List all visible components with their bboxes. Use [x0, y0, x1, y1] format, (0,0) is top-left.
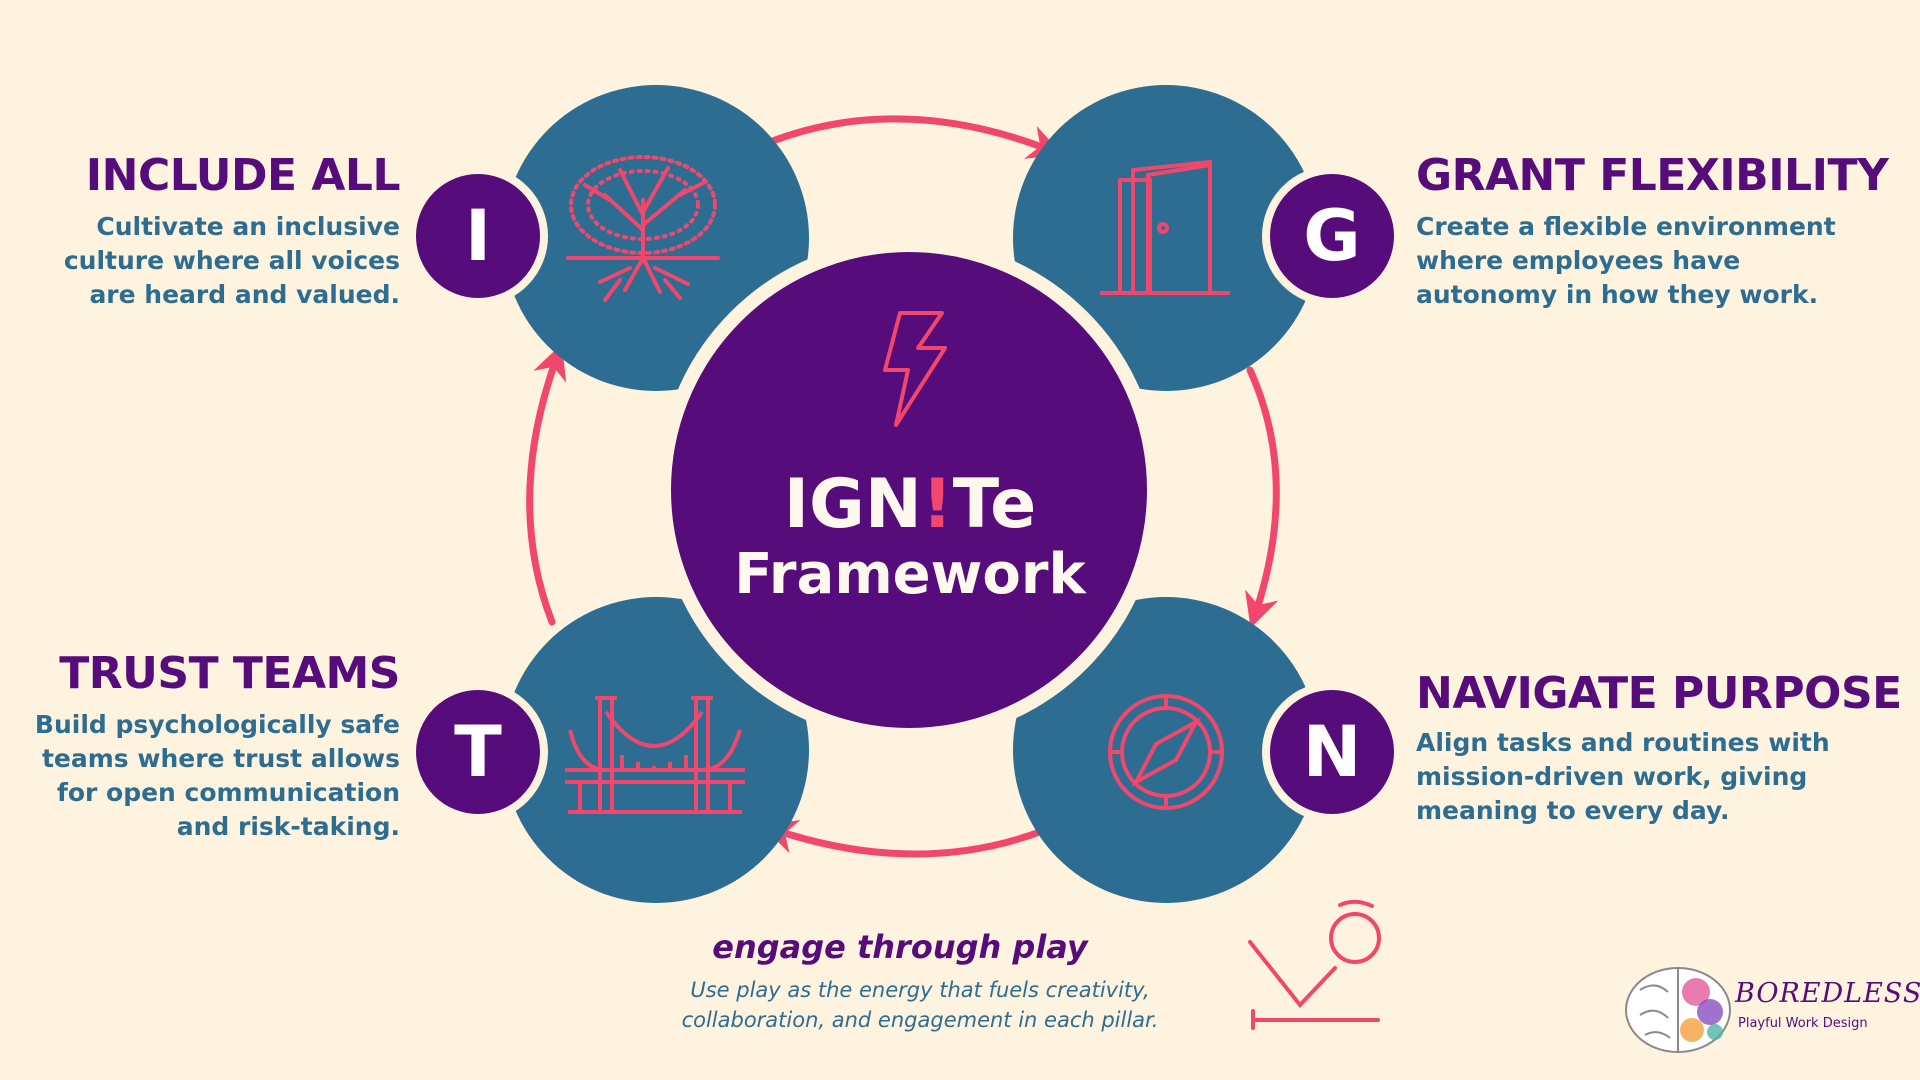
letter-n: N: [1302, 711, 1362, 793]
badge-i: [408, 166, 548, 306]
pillar-circle-trust: [503, 597, 809, 903]
lightning-icon: [883, 311, 947, 427]
grant-desc: Create a flexible environment where empl…: [1416, 210, 1896, 312]
center-title-part1: IGN: [783, 465, 922, 544]
navigate-desc-line: Align tasks and routines with: [1416, 728, 1830, 757]
center-title: IGN!Te: [670, 465, 1150, 545]
brand-name: BOREDLESS: [1735, 978, 1920, 1009]
grant-desc-line: autonomy in how they work.: [1416, 280, 1819, 309]
arrow-n-to-t: [761, 819, 1049, 858]
grant-title: GRANT FLEXIBILITY: [1416, 150, 1889, 201]
compass-icon: [1108, 694, 1224, 810]
include-desc-line: Cultivate an inclusive: [96, 212, 400, 241]
badge-g: [1262, 166, 1402, 306]
trust-desc: Build psychologically safe teams where t…: [0, 708, 400, 844]
tree-icon: [566, 155, 720, 302]
grant-desc-line: Create a flexible environment: [1416, 212, 1836, 241]
bridge-icon: [565, 696, 745, 814]
center-title-bang: !: [921, 465, 953, 544]
footer-desc-line: Use play as the energy that fuels creati…: [690, 978, 1150, 1002]
center-title-part2: Te: [952, 465, 1037, 544]
footer-desc: Use play as the energy that fuels creati…: [620, 975, 1220, 1035]
trust-desc-line: for open communication: [56, 778, 400, 807]
trust-desc-line: Build psychologically safe: [34, 710, 400, 739]
letter-t: T: [454, 711, 502, 793]
footer-desc-line: collaboration, and engagement in each pi…: [681, 1008, 1159, 1032]
navigate-desc-line: meaning to every day.: [1416, 796, 1730, 825]
navigate-desc: Align tasks and routines with mission-dr…: [1416, 726, 1896, 828]
letter-g: G: [1303, 195, 1361, 277]
door-icon: [1100, 160, 1230, 295]
trust-desc-line: teams where trust allows: [41, 744, 400, 773]
trust-desc-line: and risk-taking.: [176, 812, 400, 841]
center-subtitle: Framework: [734, 542, 1086, 607]
grant-desc-line: where employees have: [1416, 246, 1741, 275]
badge-n: [1262, 682, 1402, 822]
arrow-t-to-i: [526, 343, 567, 626]
arrow-i-to-g: [766, 115, 1064, 159]
center-circle: [657, 238, 1161, 742]
arrow-g-to-n: [1245, 366, 1280, 629]
badge-t: [408, 682, 548, 822]
footer-title: engage through play: [712, 928, 1088, 966]
include-title: INCLUDE ALL: [85, 150, 401, 201]
letter-i: I: [464, 195, 492, 277]
bouncing-ball-icon: [1248, 899, 1381, 1030]
pillar-circle-navigate: [1013, 597, 1319, 903]
include-desc-line: are heard and valued.: [89, 280, 400, 309]
brain-icon: [1625, 967, 1731, 1053]
brand-tagline: Playful Work Design: [1738, 1016, 1868, 1031]
trust-title: TRUST TEAMS: [59, 648, 400, 699]
include-desc: Cultivate an inclusive culture where all…: [0, 210, 400, 312]
navigate-desc-line: mission-driven work, giving: [1416, 762, 1808, 791]
include-desc-line: culture where all voices: [63, 246, 400, 275]
navigate-title: NAVIGATE PURPOSE: [1416, 668, 1902, 719]
